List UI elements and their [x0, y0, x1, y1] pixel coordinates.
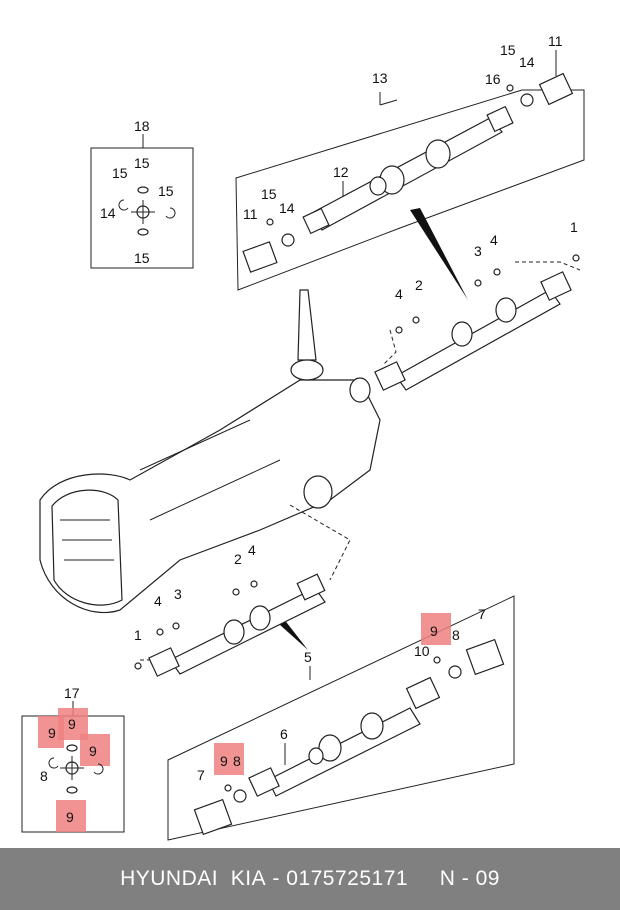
part-number-footer: HYUNDAI KIA - 0175725171 N - 09	[0, 848, 620, 910]
callout-13: 13	[372, 70, 388, 86]
callout-15-left: 15	[261, 186, 277, 202]
callout-18: 18	[134, 118, 150, 134]
callout-4-low: 4	[248, 542, 256, 558]
callout-17-8: 8	[40, 768, 48, 784]
callout-5: 5	[304, 649, 312, 665]
callout-17-9a: 9	[48, 725, 56, 741]
callout-10: 10	[414, 643, 430, 659]
footer-part-number: 0175725171	[286, 867, 409, 890]
parts-diagram: 13 11 15 14 16 12 11 15 14 18 15 15 15 1…	[21, 33, 585, 841]
callout-16: 16	[485, 71, 501, 87]
callout-17: 17	[64, 685, 80, 701]
transmission-housing	[39, 289, 381, 614]
callout-18-14: 14	[100, 205, 116, 221]
callout-3-low: 3	[174, 586, 182, 602]
highlight-9-b	[214, 743, 244, 775]
callout-4-right: 4	[490, 232, 498, 248]
callout-11-top: 11	[548, 33, 563, 49]
callout-1-low: 1	[134, 627, 142, 643]
callout-9-a: 9	[430, 623, 438, 639]
footer-spacer	[408, 867, 440, 891]
callout-1-right: 1	[570, 219, 578, 235]
callout-4-low2: 4	[154, 593, 162, 609]
callout-18-15a: 15	[112, 165, 128, 181]
front-shaft-upper: 1 3 4 2 4	[374, 219, 581, 391]
panel-5: 5 9 8 7 10 6 9 8 7	[167, 595, 515, 841]
callout-8-a: 8	[452, 627, 460, 643]
callout-18-15c: 15	[158, 183, 174, 199]
callout-6: 6	[280, 726, 288, 742]
rear-yoke-right	[486, 72, 574, 133]
callout-11-left: 11	[243, 206, 258, 222]
callout-2-low: 2	[234, 551, 242, 567]
kit-box-17: 17 9 9 9 9 8	[21, 685, 125, 833]
highlight-17-9d	[56, 800, 86, 832]
pointer-wedge-top	[410, 208, 468, 300]
spider-kit-18	[118, 186, 176, 236]
callout-17-9c: 9	[89, 743, 97, 759]
rear-yoke-left	[242, 207, 330, 273]
spider-kit-17	[48, 744, 104, 794]
callout-17-9d: 9	[66, 809, 74, 825]
callout-17-9b: 9	[68, 716, 76, 732]
callout-14-top: 14	[519, 54, 535, 70]
panel5-tube	[248, 676, 441, 797]
highlight-17-9c	[80, 734, 110, 766]
callout-15-top: 15	[500, 42, 516, 58]
panel-13: 13 11 15 14 16 12 11 15 14	[235, 33, 585, 291]
callout-8-b: 8	[233, 753, 241, 769]
rear-shaft-tube	[309, 117, 503, 231]
footer-ref: N - 09	[439, 867, 500, 890]
callout-3-right: 3	[474, 243, 482, 259]
panel5-flanges	[193, 638, 505, 836]
callout-7-b: 7	[197, 767, 205, 783]
callout-14-left: 14	[279, 200, 295, 216]
footer-brand: HYUNDAI KIA	[120, 867, 267, 890]
callout-4-mid: 4	[395, 286, 403, 302]
callout-2-right: 2	[415, 277, 423, 293]
footer-separator: -	[266, 867, 287, 890]
front-shaft-lower: 2 4 4 3 1	[134, 504, 351, 677]
callout-9-b: 9	[220, 753, 228, 769]
callout-18-15d: 15	[134, 250, 150, 266]
callout-12: 12	[333, 164, 349, 180]
callout-7-a: 7	[478, 606, 486, 622]
kit-box-18: 18 15 15 15 15 14	[90, 118, 194, 269]
highlight-9-a	[421, 613, 451, 645]
callout-18-15b: 15	[134, 155, 150, 171]
